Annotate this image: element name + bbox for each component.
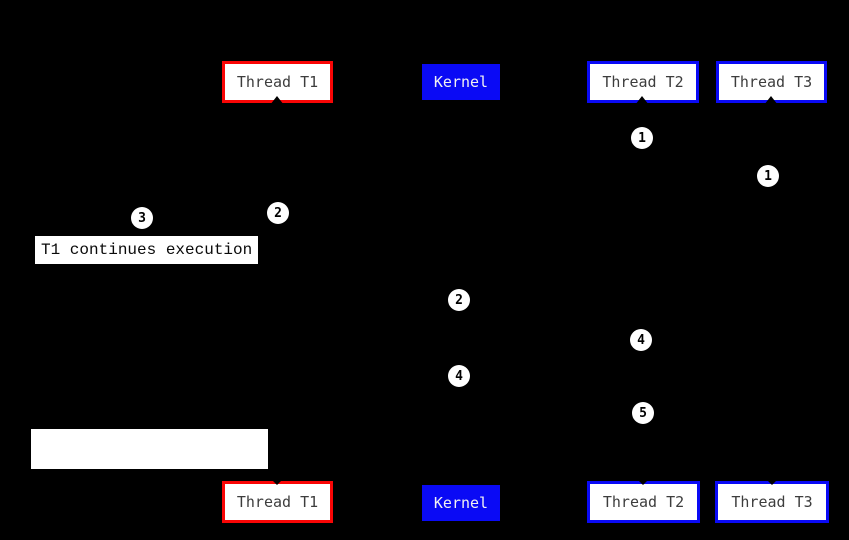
step-badge-4a: 4 xyxy=(630,329,652,351)
thread-t2-bottom-box: Thread T2 xyxy=(587,481,700,523)
arrowhead-down-t3-bottom-icon xyxy=(763,476,781,485)
step-badge-5: 5 xyxy=(632,402,654,424)
kernel-bottom-box: Kernel xyxy=(422,485,500,521)
blank-annotation-box xyxy=(31,429,268,469)
thread-t3-bottom-box: Thread T3 xyxy=(715,481,829,523)
step-badge-1b: 1 xyxy=(757,165,779,187)
step-badge-2b: 2 xyxy=(448,289,470,311)
arrowhead-up-t1-top-icon xyxy=(270,96,284,105)
kernel-top-box: Kernel xyxy=(422,64,500,100)
step-badge-1a: 1 xyxy=(631,127,653,149)
arrowhead-up-t3-top-icon xyxy=(764,96,778,105)
step-badge-4b: 4 xyxy=(448,365,470,387)
arrowhead-down-t2-bottom-icon xyxy=(634,476,652,485)
arrowhead-down-t1-bottom-icon xyxy=(268,476,286,485)
arrowhead-up-t2-top-icon xyxy=(635,96,649,105)
t1-continues-execution-label: T1 continues execution xyxy=(35,236,258,264)
step-badge-2a: 2 xyxy=(267,202,289,224)
step-badge-3: 3 xyxy=(131,207,153,229)
thread-t1-bottom-box: Thread T1 xyxy=(222,481,333,523)
